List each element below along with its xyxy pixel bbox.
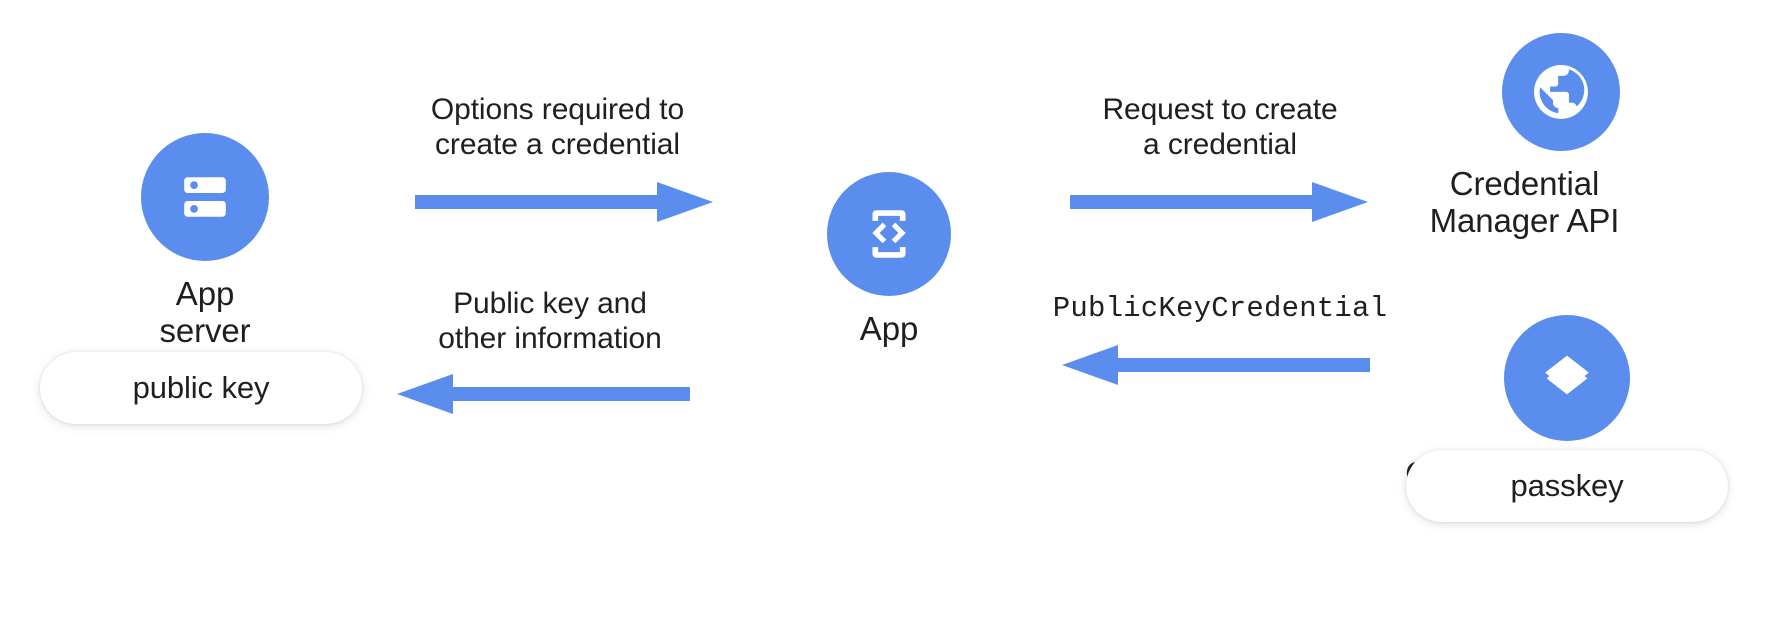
chip-passkey-label: passkey bbox=[1510, 468, 1624, 503]
arrow-right-icon bbox=[415, 181, 713, 222]
chip-passkey: passkey bbox=[1406, 450, 1728, 522]
flow-publickeycredential-label: PublicKeyCredential bbox=[1052, 292, 1388, 325]
flow-options-required: Options required to create a credential bbox=[385, 92, 730, 227]
arrow-left-icon bbox=[1062, 345, 1370, 386]
flow-publickeycredential: PublicKeyCredential bbox=[1040, 292, 1400, 390]
layers-icon bbox=[1535, 346, 1599, 410]
credential-store-circle bbox=[1504, 315, 1630, 441]
globe-icon bbox=[1528, 59, 1594, 125]
node-app-server: App server bbox=[141, 133, 269, 350]
app-label: App bbox=[859, 310, 919, 347]
app-server-circle bbox=[141, 133, 269, 261]
arrow-left-icon bbox=[397, 373, 690, 414]
credential-manager-api-label: Credential Manager API bbox=[1429, 165, 1620, 240]
flow-options-required-label: Options required to create a credential bbox=[430, 93, 685, 162]
app-server-label: App server bbox=[159, 275, 251, 350]
credential-manager-api-circle bbox=[1502, 33, 1620, 151]
node-credential-manager-api: Credential Manager API bbox=[1430, 33, 1628, 240]
flow-public-key-info-label: Public key and other information bbox=[438, 287, 662, 356]
app-circle bbox=[827, 172, 951, 296]
flow-request-to-create: Request to create a credential bbox=[1055, 92, 1385, 227]
chip-public-key-label: public key bbox=[132, 370, 270, 405]
flow-public-key-info: Public key and other information bbox=[380, 286, 720, 419]
app-code-phone-icon bbox=[858, 203, 920, 265]
node-app: App bbox=[827, 172, 951, 347]
chip-public-key: public key bbox=[40, 352, 362, 424]
arrow-right-icon bbox=[1070, 181, 1368, 222]
flow-request-to-create-label: Request to create a credential bbox=[1102, 93, 1338, 162]
server-icon bbox=[173, 165, 237, 229]
